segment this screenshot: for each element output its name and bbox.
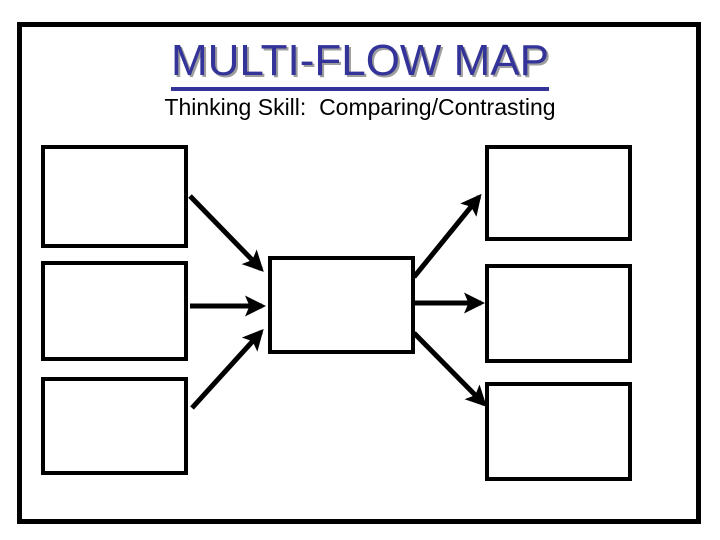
effect-box-2[interactable]	[485, 264, 632, 363]
cause-box-1[interactable]	[41, 145, 188, 248]
event-box[interactable]	[268, 256, 415, 354]
effect-box-3[interactable]	[485, 382, 632, 481]
cause-box-3[interactable]	[41, 377, 188, 475]
cause-box-2[interactable]	[41, 261, 188, 361]
effect-box-1[interactable]	[485, 145, 632, 241]
